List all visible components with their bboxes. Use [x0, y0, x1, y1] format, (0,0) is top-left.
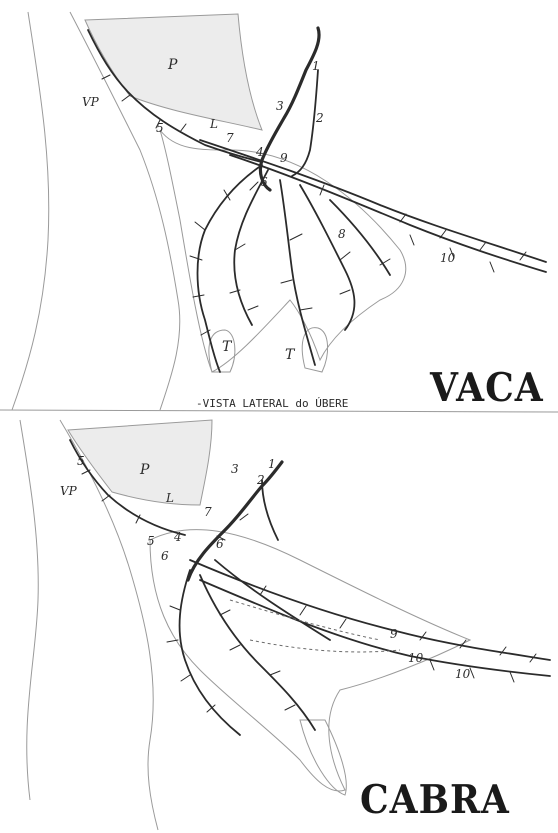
caption-vista-lateral: -VISTA LATERAL do ÚBERE: [196, 398, 348, 409]
label-6-goat: 6: [216, 538, 224, 550]
goat-udder-drawing: [20, 420, 550, 830]
udder-branch-c: [280, 180, 315, 365]
label-6b-goat: 6: [161, 550, 169, 562]
goat-branch-c: [215, 560, 330, 640]
label-4: 4: [256, 146, 264, 158]
label-p: P: [168, 58, 177, 72]
label-10-goat: 10: [408, 652, 423, 664]
label-teat-front: T: [222, 340, 231, 354]
label-5b-goat: 5: [77, 455, 85, 467]
abdominal-vein-2: [230, 155, 546, 272]
goat-vessel-2: [262, 480, 278, 540]
label-vp: VP: [82, 96, 99, 108]
cow-udder-drawing: [12, 12, 546, 410]
label-6: 6: [260, 176, 268, 188]
label-5: 5: [156, 122, 164, 134]
label-7: 7: [226, 132, 234, 144]
label-1: 1: [312, 60, 320, 72]
label-9: 9: [280, 152, 288, 164]
label-teat-rear: T: [285, 348, 294, 362]
label-2-goat: 2: [257, 474, 265, 486]
species-title-vaca: VACA: [430, 368, 544, 408]
udder-outline: [160, 130, 406, 372]
label-8: 8: [338, 228, 346, 240]
body-outline: [12, 12, 49, 410]
label-2: 2: [316, 112, 324, 124]
label-3-goat: 3: [231, 463, 239, 475]
goat-branch-b: [200, 575, 315, 730]
label-p-goat: P: [140, 463, 149, 477]
label-l: L: [210, 118, 218, 130]
main-vessel: [260, 28, 319, 190]
goat-abdominal-vein-2: [200, 580, 550, 676]
goat-teat: [300, 720, 346, 795]
label-10: 10: [440, 252, 455, 264]
label-vp-goat: VP: [60, 485, 77, 497]
vessel-2: [292, 70, 318, 176]
label-1-goat: 1: [268, 458, 276, 470]
label-3: 3: [276, 100, 284, 112]
label-5-goat: 5: [147, 535, 155, 547]
label-l-goat: L: [166, 492, 174, 504]
label-9-goat: 9: [390, 628, 398, 640]
label-4-goat: 4: [174, 531, 182, 543]
species-title-cabra: CABRA: [360, 780, 510, 820]
label-7-goat: 7: [204, 506, 212, 518]
label-10b-goat: 10: [455, 668, 470, 680]
body-outline-goat: [20, 420, 38, 800]
